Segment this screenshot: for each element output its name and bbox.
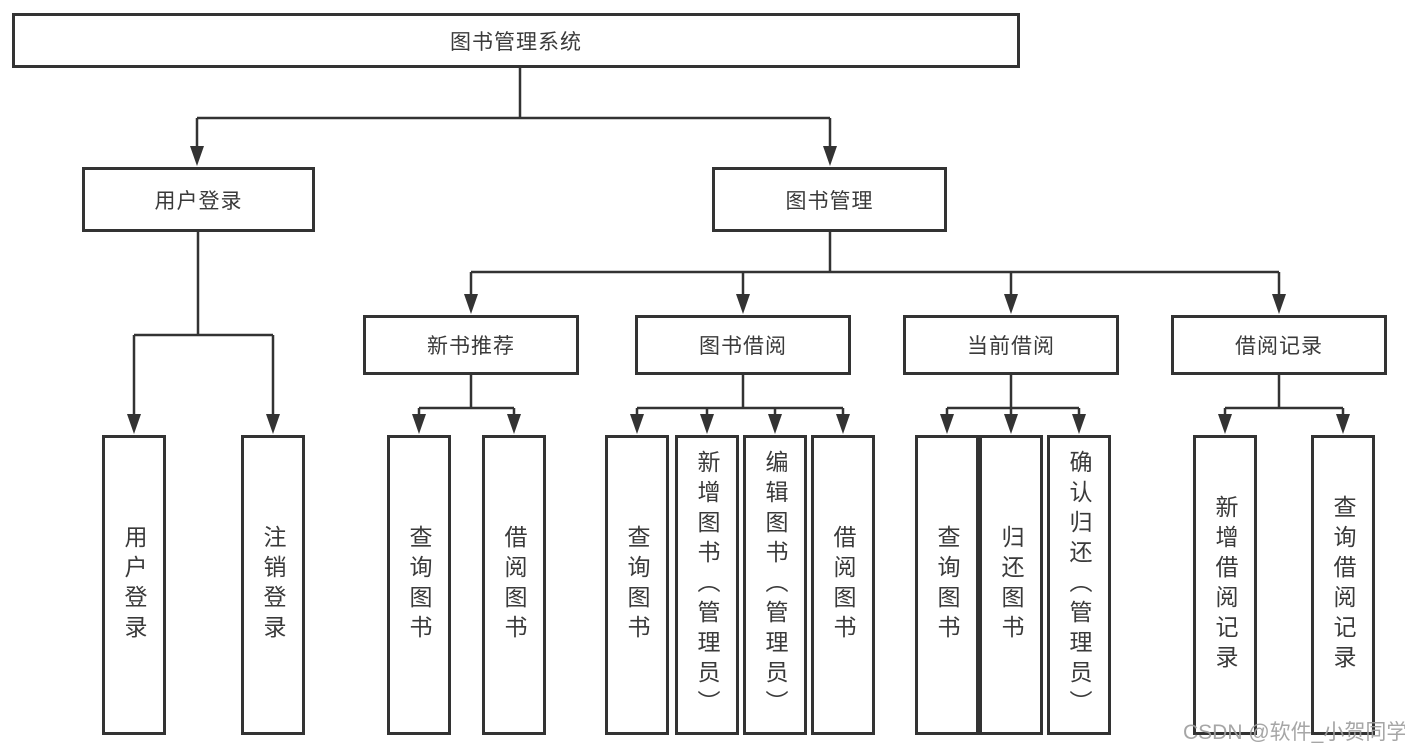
leaf-confirm-return-admin-label: 确认归还（管理员） (1066, 450, 1092, 720)
leaf-query-borrow-record-label: 查询借阅记录 (1330, 495, 1356, 675)
leaf-query-books-2: 查询图书 (605, 435, 669, 735)
leaf-user-login-label: 用户登录 (121, 525, 147, 645)
node-book-management: 图书管理 (712, 167, 947, 232)
arrow-down-icon (1004, 414, 1018, 434)
leaf-return-books: 归还图书 (979, 435, 1043, 735)
arrow-down-icon (127, 414, 141, 434)
leaf-add-books-admin-label: 新增图书（管理员） (694, 450, 720, 720)
node-new-book-recommend-label: 新书推荐 (427, 335, 515, 358)
node-borrow-records-label: 借阅记录 (1235, 335, 1323, 358)
connector-lines (132, 68, 1345, 418)
csdn-watermark: CSDN @软件_小贺同学 (1183, 721, 1405, 744)
arrow-down-icon (464, 294, 478, 314)
arrow-down-icon (1218, 414, 1232, 434)
arrow-down-icon (736, 294, 750, 314)
leaf-query-borrow-record: 查询借阅记录 (1311, 435, 1375, 735)
leaf-query-books-1-label: 查询图书 (406, 525, 432, 645)
leaf-confirm-return-admin: 确认归还（管理员） (1047, 435, 1111, 735)
leaf-add-borrow-record: 新增借阅记录 (1193, 435, 1257, 735)
arrow-down-icon (190, 146, 204, 166)
arrow-down-icon (1072, 414, 1086, 434)
leaf-edit-books-admin: 编辑图书（管理员） (743, 435, 807, 735)
leaf-borrow-books-1: 借阅图书 (482, 435, 546, 735)
node-book-borrow: 图书借阅 (635, 315, 851, 375)
node-root-label: 图书管理系统 (450, 30, 582, 54)
node-current-borrow-label: 当前借阅 (967, 335, 1055, 358)
leaf-borrow-books-2-label: 借阅图书 (830, 525, 856, 645)
arrow-down-icon (1272, 294, 1286, 314)
arrow-down-icon (700, 414, 714, 434)
node-user-login: 用户登录 (82, 167, 315, 232)
arrow-down-icon (768, 414, 782, 434)
node-current-borrow: 当前借阅 (903, 315, 1119, 375)
node-borrow-records: 借阅记录 (1171, 315, 1387, 375)
leaf-borrow-books-2: 借阅图书 (811, 435, 875, 735)
leaf-add-borrow-record-label: 新增借阅记录 (1212, 495, 1238, 675)
leaf-borrow-books-1-label: 借阅图书 (501, 525, 527, 645)
arrow-down-icon (940, 414, 954, 434)
node-root-system: 图书管理系统 (12, 13, 1020, 68)
leaf-logout-label: 注销登录 (260, 525, 286, 645)
node-new-book-recommend: 新书推荐 (363, 315, 579, 375)
arrow-down-icon (507, 414, 521, 434)
leaf-logout: 注销登录 (241, 435, 305, 735)
arrow-down-icon (1336, 414, 1350, 434)
leaf-user-login: 用户登录 (102, 435, 166, 735)
connector-arrows (127, 146, 1350, 434)
leaf-query-books-3: 查询图书 (915, 435, 979, 735)
leaf-query-books-3-label: 查询图书 (934, 525, 960, 645)
arrow-down-icon (266, 414, 280, 434)
arrow-down-icon (1004, 294, 1018, 314)
arrow-down-icon (823, 146, 837, 166)
node-book-management-label: 图书管理 (785, 189, 874, 213)
node-book-borrow-label: 图书借阅 (699, 335, 787, 358)
node-user-login-label: 用户登录 (154, 189, 243, 213)
leaf-add-books-admin: 新增图书（管理员） (675, 435, 739, 735)
leaf-query-books-1: 查询图书 (387, 435, 451, 735)
arrow-down-icon (412, 414, 426, 434)
leaf-return-books-label: 归还图书 (998, 525, 1024, 645)
arrow-down-icon (630, 414, 644, 434)
leaf-query-books-2-label: 查询图书 (624, 525, 650, 645)
leaf-edit-books-admin-label: 编辑图书（管理员） (762, 450, 788, 720)
arrow-down-icon (836, 414, 850, 434)
